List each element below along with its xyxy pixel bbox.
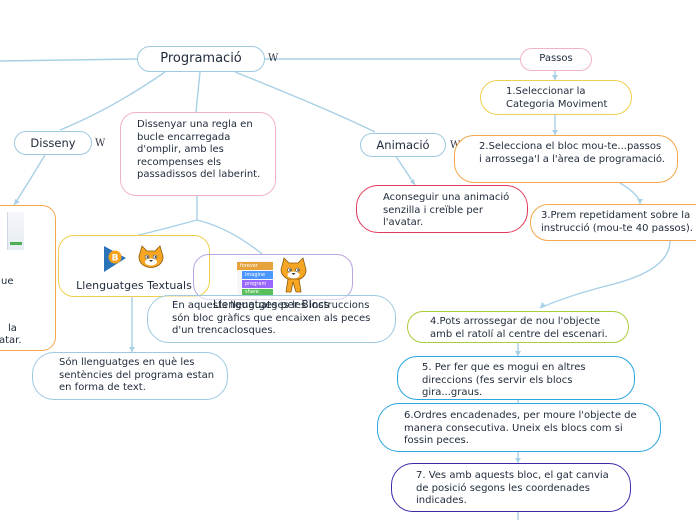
passos-label: Passos [539, 53, 573, 65]
textuals-label: Llenguatges Textuals [76, 279, 192, 292]
animacio-label: Animació [376, 137, 430, 152]
node-left-partial[interactable]: ue la atar. [0, 205, 56, 351]
block-share: share [242, 289, 273, 296]
root-label: Programació [160, 50, 242, 66]
step-4-text: 4.Pots arrossegar de nou l'objecte amb e… [430, 316, 608, 340]
left-partial-text-2: la [8, 323, 17, 334]
bubble-logo-icon: B [104, 246, 126, 272]
left-partial-text-1: ue [1, 276, 14, 287]
scratch-cat-icon [138, 245, 164, 268]
animacio-desc-text: Aconseguir una animació senzilla i creïb… [383, 192, 510, 228]
block-imagine: imagine [242, 271, 273, 279]
textuals-desc-text: Són llenguatges en què les sentències de… [59, 357, 215, 393]
scratch-blocks-image: forever imagine program share [237, 261, 273, 297]
node-animacio-desc[interactable]: Aconseguir una animació senzilla i creïb… [356, 185, 528, 233]
step-1-text: 1.Seleccionar la Categoria Moviment [506, 86, 608, 110]
left-image-fragment [7, 212, 24, 250]
block-forever: forever [237, 262, 273, 270]
node-disseny-desc[interactable]: Dissenyar una regla en bucle encarregada… [120, 112, 276, 196]
step-4[interactable]: 4.Pots arrossegar de nou l'objecte amb e… [407, 311, 629, 343]
step-5[interactable]: 5. Per fer que es mogui en altres direcc… [397, 356, 635, 400]
step-5-text: 5. Per fer que es mogui en altres direcc… [422, 362, 586, 398]
step-1[interactable]: 1.Seleccionar la Categoria Moviment [480, 80, 632, 115]
node-llenguatges-blocs[interactable]: forever imagine program share [193, 254, 353, 300]
left-partial-text-3: atar. [0, 335, 22, 346]
marker-icon: W [95, 138, 106, 149]
blocs-label: Llenguatges per Blocs [213, 299, 330, 311]
node-animacio[interactable]: Animació [360, 133, 446, 157]
node-textuals-desc[interactable]: Són llenguatges en què les sentències de… [32, 352, 228, 400]
node-llenguatges-textuals[interactable]: B Llenguatges Textuals [58, 235, 210, 297]
svg-text:B: B [112, 254, 119, 264]
root-node-programacio[interactable]: Programació [137, 46, 265, 72]
blocs-desc-text: En aquests llenguatges les instruccions … [172, 300, 371, 336]
step-6[interactable]: 6.Ordres encadenades, per moure l'object… [377, 403, 661, 452]
node-disseny[interactable]: Disseny [14, 131, 92, 155]
disseny-label: Disseny [30, 135, 76, 150]
node-passos[interactable]: Passos [520, 48, 592, 71]
step-7[interactable]: 7. Ves amb aquests bloc, el gat canvia d… [391, 463, 631, 512]
scratch-cat-icon [280, 257, 307, 293]
step-7-text: 7. Ves amb aquests bloc, el gat canvia d… [416, 470, 609, 506]
step-3-text: 3.Prem repetidament sobre la instrucció … [541, 210, 693, 234]
step-3[interactable]: 3.Prem repetidament sobre la instrucció … [530, 204, 696, 241]
node-blocs-desc[interactable]: En aquests llenguatges les instruccions … [147, 295, 396, 343]
step-2[interactable]: 2.Selecciona el bloc mou-te...passos i a… [454, 135, 678, 183]
block-program: program [242, 280, 273, 288]
disseny-desc-text: Dissenyar una regla en bucle encarregada… [137, 119, 261, 180]
marker-icon: W [268, 53, 279, 64]
step-6-text: 6.Ordres encadenades, per moure l'object… [404, 410, 637, 446]
step-2-text: 2.Selecciona el bloc mou-te...passos i a… [479, 141, 665, 165]
